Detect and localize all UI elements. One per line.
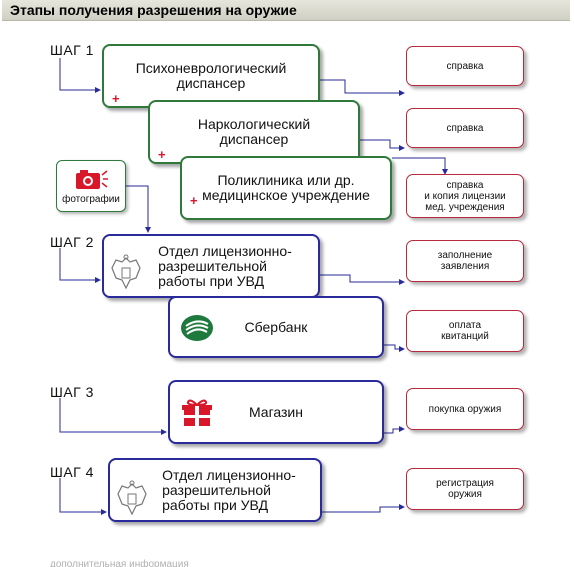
medical-cross-icon: + (190, 193, 198, 208)
shop-box: Магазин (168, 380, 384, 444)
psycho-dispensary-box: Психоневрологический диспансер + (102, 44, 320, 108)
step-4-label: ШАГ 4 (50, 464, 94, 480)
page-title: Этапы получения разрешения на оружие (10, 2, 297, 18)
narco-dispensary-label: Наркологический диспансер (197, 116, 311, 147)
result-application: заполнение заявления (406, 240, 524, 282)
result-purchase: покупка оружия (406, 388, 524, 430)
coat-of-arms-icon (111, 254, 141, 290)
photo-label: фотографии (62, 194, 120, 205)
additional-info-link[interactable]: дополнительная информация (50, 559, 189, 567)
result-certificate-3: справка и копия лицензии мед. учреждения (406, 174, 524, 218)
gift-icon (182, 399, 212, 426)
sberbank-logo-icon (181, 315, 213, 341)
result-registration: регистрация оружия (406, 468, 524, 510)
step-1-label: ШАГ 1 (50, 42, 94, 58)
photo-box: фотографии (56, 160, 126, 212)
clinic-box: Поликлиника или др. медицинское учрежден… (180, 156, 392, 220)
coat-of-arms-icon (117, 480, 147, 516)
result-certificate-2: справка (406, 108, 524, 148)
header-bar: Этапы получения разрешения на оружие (2, 0, 570, 21)
licensing-department-box: Отдел лицензионно- разрешительной работы… (102, 234, 320, 298)
clinic-label: Поликлиника или др. медицинское учрежден… (202, 172, 370, 203)
medical-cross-icon: + (112, 91, 120, 106)
narco-dispensary-box: Наркологический диспансер + (148, 100, 360, 164)
step-3-label: ШАГ 3 (50, 384, 94, 400)
medical-cross-icon: + (158, 147, 166, 162)
licensing-department-label: Отдел лицензионно- разрешительной работы… (158, 242, 292, 289)
licensing-department-2-label: Отдел лицензионно- разрешительной работы… (162, 466, 296, 513)
result-payment: оплата квитанций (406, 310, 524, 352)
camera-icon (76, 170, 108, 189)
step-2-label: ШАГ 2 (50, 234, 94, 250)
sberbank-box: Сбербанк (168, 296, 384, 358)
sberbank-label: Сбербанк (244, 318, 308, 335)
result-certificate-1: справка (406, 46, 524, 86)
shop-label: Магазин (248, 403, 303, 420)
licensing-department-2-box: Отдел лицензионно- разрешительной работы… (108, 458, 322, 522)
psycho-dispensary-label: Психоневрологический диспансер (135, 60, 287, 91)
